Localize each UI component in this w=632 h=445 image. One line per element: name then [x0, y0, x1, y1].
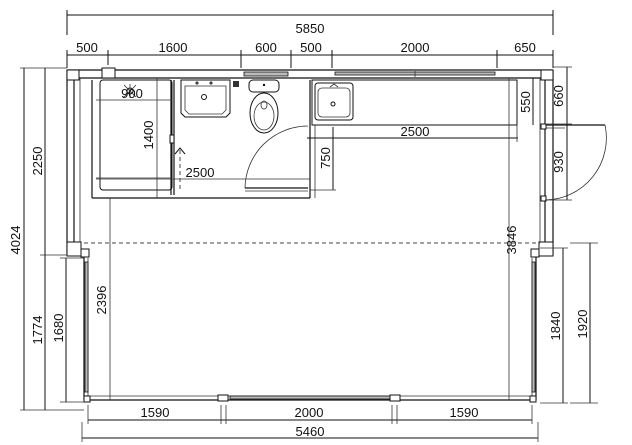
dim-shower-width: 900 [121, 86, 143, 101]
dim-top-seg-1: 500 [76, 40, 98, 55]
dim-left-overall: 4024 [8, 226, 23, 255]
kitchen-counter: 2500 550 750 [307, 78, 534, 191]
dim-right-door: 930 [551, 151, 566, 173]
dim-bottom-overall: 5460 [296, 424, 325, 439]
entry-door [540, 123, 607, 202]
bathroom-door-swing [244, 125, 309, 192]
dim-bathroom-width: 2500 [186, 165, 215, 180]
dim-bottom-seg-3: 1590 [450, 405, 479, 420]
right-dimension-group: 660 930 1840 1920 [540, 66, 598, 404]
dim-counter-length: 2500 [401, 124, 430, 139]
kitchen-sink-icon [314, 82, 354, 121]
bathroom: 900 1400 2500 [91, 78, 316, 199]
dim-right-upper: 660 [551, 85, 566, 107]
shower-head-icon [123, 84, 137, 98]
dim-left-upper: 2250 [30, 147, 45, 176]
left-dimension-group: 4024 2250 1774 1680 [8, 67, 84, 411]
outer-walls [66, 69, 554, 403]
bottom-dimension-group: 1590 2000 1590 5460 [81, 405, 539, 442]
dim-right-lower-inner: 1840 [548, 312, 563, 341]
top-windows [101, 67, 496, 79]
entry-arrow-icon [174, 147, 186, 155]
dim-room-depth-left: 2396 [94, 286, 109, 315]
dim-overall-top: 5850 [296, 21, 325, 36]
dim-right-lower-outer: 1920 [575, 310, 590, 339]
dim-top-seg-5: 2000 [401, 40, 430, 55]
dim-top-seg-3: 600 [255, 40, 277, 55]
dim-left-lower: 1774 [30, 316, 45, 345]
dim-top-seg-4: 500 [300, 40, 322, 55]
dim-top-seg-2: 1600 [159, 40, 188, 55]
dim-room-depth-right: 3846 [504, 226, 519, 255]
dim-bottom-seg-1: 1590 [141, 405, 170, 420]
dim-shower-depth: 1400 [141, 121, 156, 150]
dim-bottom-seg-2: 2000 [295, 405, 324, 420]
toilet-icon [248, 79, 280, 134]
top-dimension-group: 5850 500 1600 600 500 2000 650 [66, 10, 554, 68]
dim-bathroom-door-offset: 750 [318, 147, 333, 169]
dim-counter-depth: 550 [518, 91, 533, 113]
washbasin-icon [180, 79, 239, 118]
dim-top-seg-6: 650 [514, 40, 536, 55]
dim-left-lower-inner: 1680 [51, 314, 66, 343]
